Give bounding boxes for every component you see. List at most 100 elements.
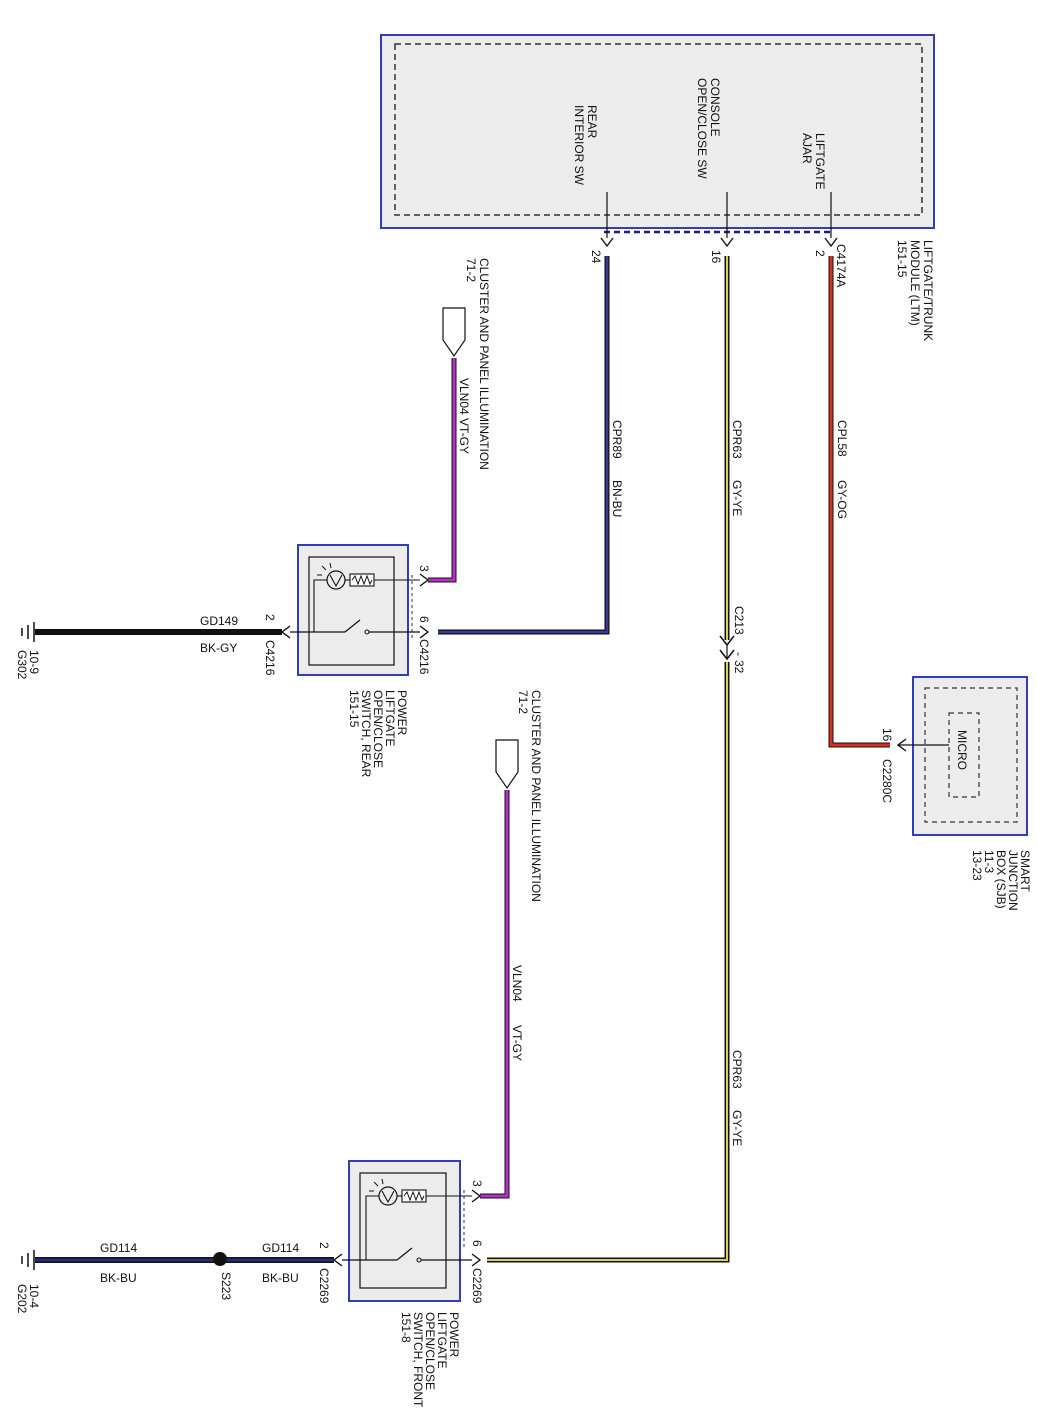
- svg-text:AJAR: AJAR: [800, 133, 814, 164]
- wire-gd114-right-color-label: BK-BU: [262, 1271, 299, 1285]
- svg-text:REAR: REAR: [585, 105, 599, 139]
- inline-connector-c213: [719, 635, 735, 661]
- svg-text:VT-GY: VT-GY: [510, 1025, 524, 1061]
- rear-switch-pin-6: 6: [417, 616, 431, 623]
- svg-text:32: 32: [732, 660, 746, 674]
- svg-text:CPR63: CPR63: [730, 420, 744, 459]
- wire-cpr89: [438, 256, 610, 635]
- svg-text:VT-GY: VT-GY: [457, 418, 471, 454]
- svg-text:S223: S223: [219, 1272, 233, 1300]
- svg-text:3: 3: [417, 565, 431, 572]
- wire-cpr63-label-lower: CPR63 GY-YE: [730, 1050, 744, 1146]
- ltm-pin-2: 2: [813, 250, 827, 257]
- svg-text:MODULE (LTM): MODULE (LTM): [908, 240, 922, 326]
- svg-text:151-15: 151-15: [895, 240, 909, 278]
- svg-text:151-15: 151-15: [347, 690, 361, 728]
- svg-text:VLN04: VLN04: [510, 965, 524, 1002]
- rear-switch-resistor-icon: [349, 573, 375, 587]
- svg-text:CPL58: CPL58: [835, 420, 849, 457]
- svg-text:OPEN/CLOSE: OPEN/CLOSE: [423, 1312, 437, 1390]
- front-switch-pin-3: 3: [470, 1180, 484, 1187]
- svg-text:-: -: [732, 652, 746, 656]
- front-switch-contact-icon: [342, 1247, 472, 1263]
- sjb-micro-label: MICRO: [955, 730, 969, 770]
- wire-gd149-color-label: BK-GY: [200, 641, 237, 655]
- svg-text:SWITCH, REAR: SWITCH, REAR: [359, 690, 373, 778]
- svg-text:71-2: 71-2: [464, 258, 478, 282]
- illumination-top-label: CLUSTER AND PANEL ILLUMINATION 71-2: [464, 258, 491, 470]
- svg-text:C4216: C4216: [417, 639, 431, 675]
- rear-switch-name-label: POWER LIFTGATE OPEN/CLOSE SWITCH, REAR 1…: [347, 690, 409, 778]
- svg-text:G302: G302: [15, 650, 29, 680]
- svg-text:16: 16: [880, 728, 894, 742]
- svg-text:GY-YE: GY-YE: [730, 480, 744, 516]
- inline-connector-c213-label: C213: [732, 606, 746, 635]
- svg-text:11-3: 11-3: [982, 850, 996, 873]
- svg-text:BOX (SJB): BOX (SJB): [994, 850, 1008, 909]
- wire-cpl58-label: CPL58 GY-OG: [835, 420, 849, 519]
- ltm-name-label: LIFTGATE/TRUNK MODULE (LTM) 151-15: [895, 240, 935, 341]
- ground-g302-icon: [21, 622, 35, 642]
- rear-switch-box: [297, 544, 413, 676]
- svg-text:LIFTGATE: LIFTGATE: [435, 1312, 449, 1368]
- svg-text:C2280C: C2280C: [880, 759, 894, 803]
- svg-text:13-23: 13-23: [970, 850, 984, 881]
- wire-vln04-bottom-label: VLN04 VT-GY: [510, 965, 524, 1061]
- svg-text:C4216: C4216: [263, 640, 277, 676]
- ltm-pin-16: 16: [709, 250, 723, 264]
- front-switch-connector-c2269-left: C2269: [317, 1268, 331, 1304]
- svg-text:CPR89: CPR89: [610, 420, 624, 459]
- svg-text:16: 16: [709, 250, 723, 264]
- liftgate-trunk-module: [380, 34, 935, 234]
- svg-text:C2269: C2269: [317, 1268, 331, 1304]
- svg-text:10-4: 10-4: [27, 1284, 41, 1308]
- svg-text:BN-BU: BN-BU: [610, 480, 624, 517]
- ltm-connector-c4174a: C4174A: [834, 244, 848, 287]
- svg-text:C2269: C2269: [470, 1268, 484, 1304]
- svg-text:24: 24: [589, 250, 603, 264]
- svg-text:6: 6: [470, 1240, 484, 1247]
- svg-text:MICRO: MICRO: [955, 730, 969, 770]
- ltm-liftgate-ajar-label: LIFTGATE AJAR: [800, 133, 827, 189]
- svg-text:JUNCTION: JUNCTION: [1006, 850, 1020, 911]
- svg-text:SMART: SMART: [1018, 850, 1032, 892]
- svg-text:6: 6: [417, 616, 431, 623]
- svg-text:CLUSTER AND PANEL ILLUMINATION: CLUSTER AND PANEL ILLUMINATION: [477, 258, 491, 470]
- svg-text:2: 2: [317, 1242, 331, 1249]
- rear-switch-pin-2: 2: [263, 614, 277, 621]
- svg-text:OPEN/CLOSE: OPEN/CLOSE: [371, 690, 385, 768]
- front-switch-name-label: POWER LIFTGATE OPEN/CLOSE SWITCH, FRONT …: [399, 1312, 461, 1408]
- svg-text:CONSOLE: CONSOLE: [708, 78, 722, 137]
- ltm-console-sw-label: CONSOLE OPEN/CLOSE SW: [695, 78, 722, 179]
- rear-switch-connector-c4216-right: C4216: [417, 639, 431, 675]
- svg-text:VLN04: VLN04: [457, 378, 471, 415]
- wire-vln04-top: [428, 358, 457, 583]
- rear-switch-pin-3: 3: [417, 565, 431, 572]
- illumination-bottom-label: CLUSTER AND PANEL ILLUMINATION 71-2: [516, 690, 543, 902]
- inline-connector-pin-32: - 32: [732, 652, 746, 674]
- svg-text:G202: G202: [15, 1284, 29, 1314]
- front-switch-pin-2: 2: [317, 1242, 331, 1249]
- ground-g202-icon: [21, 1250, 35, 1270]
- smart-junction-box: [896, 676, 1028, 836]
- front-switch-connector-c2269-right: C2269: [470, 1268, 484, 1304]
- svg-text:GY-YE: GY-YE: [730, 1110, 744, 1146]
- svg-text:2: 2: [263, 614, 277, 621]
- svg-text:CLUSTER AND PANEL ILLUMINATION: CLUSTER AND PANEL ILLUMINATION: [529, 690, 543, 902]
- sjb-name-label: SMART JUNCTION BOX (SJB) 11-3 13-23: [970, 850, 1032, 911]
- svg-text:71-2: 71-2: [516, 690, 530, 714]
- svg-text:POWER: POWER: [395, 690, 409, 736]
- svg-text:CPR63: CPR63: [730, 1050, 744, 1089]
- svg-text:GY-OG: GY-OG: [835, 480, 849, 519]
- svg-text:C213: C213: [732, 606, 746, 635]
- svg-text:OPEN/CLOSE SW: OPEN/CLOSE SW: [695, 78, 709, 179]
- ground-g202-label: G202 10-4: [15, 1284, 41, 1314]
- ltm-pin-24: 24: [589, 250, 603, 264]
- rear-switch-connector-c4216-left: C4216: [263, 640, 277, 676]
- rear-switch-contact-icon: [290, 619, 420, 635]
- front-switch-box: [348, 1160, 465, 1302]
- ltm-rear-interior-sw-label: REAR INTERIOR SW: [572, 105, 599, 186]
- ground-g302-label: G302 10-9: [15, 650, 41, 680]
- wire-cpr63-lower: [487, 662, 730, 1263]
